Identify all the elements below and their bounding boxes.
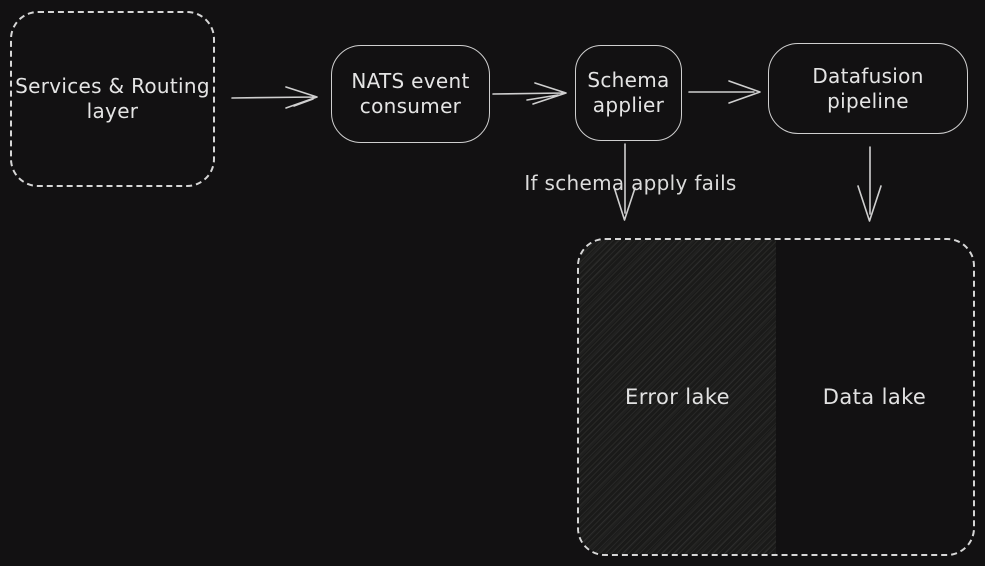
edge-nats-to-schema-arrow <box>492 82 567 105</box>
nats-event-consumer-label: NATS event consumer <box>351 69 470 118</box>
error-lake-region: Error lake <box>579 240 776 554</box>
edge-datafusion-to-data-lake-arrow <box>857 146 882 222</box>
schema-applier-label: Schema applier <box>587 68 670 117</box>
datafusion-pipeline-node: Datafusion pipeline <box>768 43 968 134</box>
edge-schema-to-datafusion-arrow <box>688 80 761 104</box>
services-routing-layer-node: Services & Routing layer <box>10 11 215 187</box>
lakes-container-box: Error lake Data lake <box>577 238 975 556</box>
nats-event-consumer-node: NATS event consumer <box>331 45 490 143</box>
datafusion-pipeline-label: Datafusion pipeline <box>812 63 924 113</box>
data-lake-label: Data lake <box>822 385 927 409</box>
schema-fail-edge-label: If schema apply fails <box>524 171 737 195</box>
data-lake-region: Data lake <box>776 240 973 554</box>
error-lake-label: Error lake <box>625 385 730 409</box>
edge-services-to-nats-arrow <box>231 86 318 109</box>
schema-applier-node: Schema applier <box>575 45 682 141</box>
services-routing-layer-label: Services & Routing layer <box>15 74 210 123</box>
